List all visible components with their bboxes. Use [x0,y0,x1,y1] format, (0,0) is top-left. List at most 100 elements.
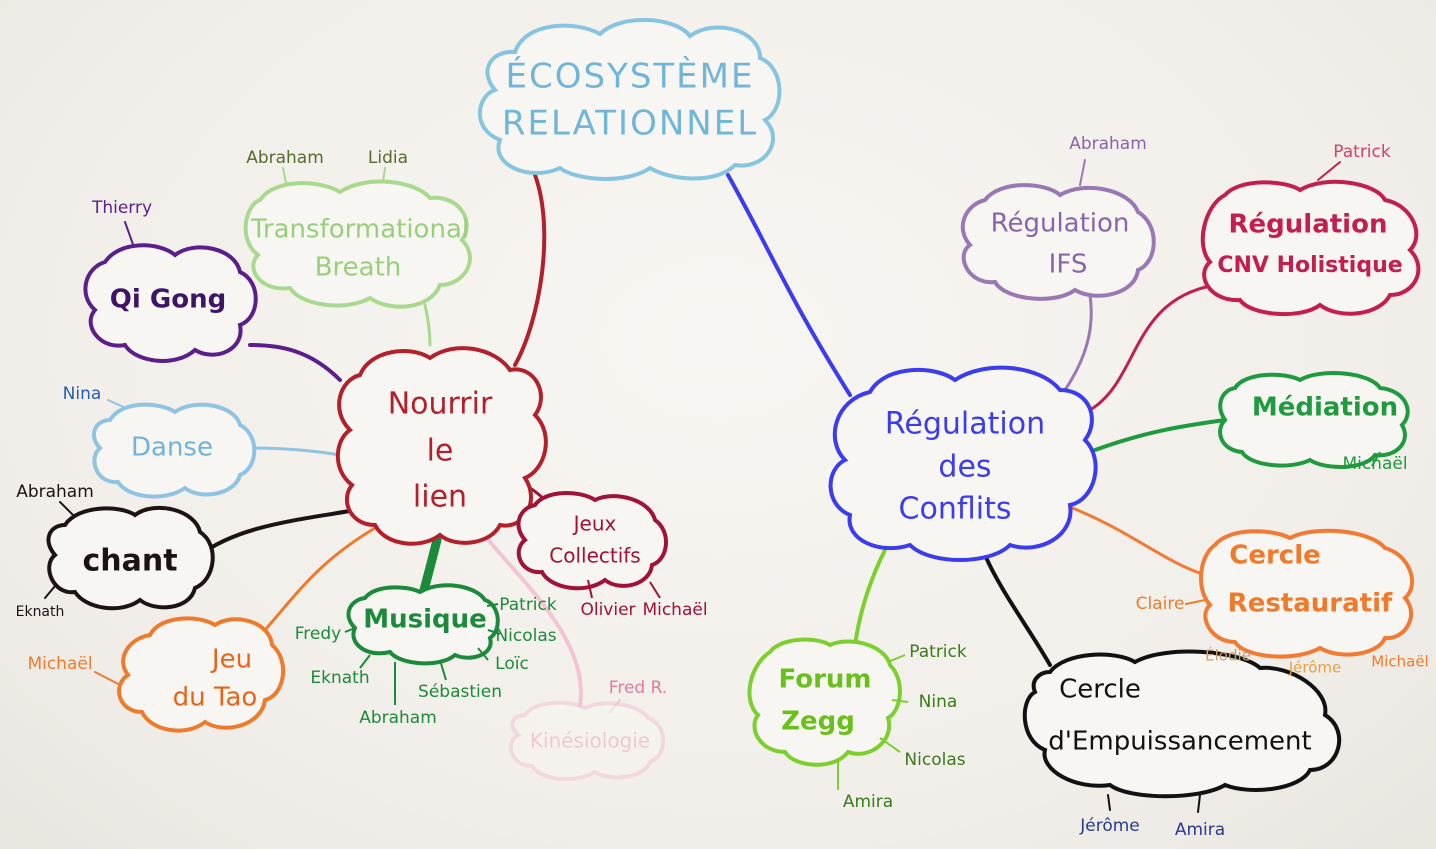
link-nourrir-danse [248,446,342,457]
person-label: Olivier [580,600,635,620]
jeux-line1: Jeux [572,512,617,536]
node-ecosysteme: ÉCOSYSTÈME RELATIONNEL [477,17,782,181]
tick-claire [1185,599,1206,605]
person-label: Eknath [310,668,369,688]
jeutao-line2: du Tao [173,683,258,713]
cnv-line2: CNV Holistique [1217,253,1402,278]
tick-musique [487,629,501,635]
node-regulation-des-conflits: Régulation des Conflits [828,365,1098,562]
ifs-line2: IFS [1049,250,1088,280]
tick-zegg [891,699,909,703]
link-regulation-ifs [1063,293,1093,392]
tick-jeux [587,579,593,599]
tick-musique [344,627,356,633]
person-label: Patrick [1333,142,1391,162]
person-label: Abraham [359,708,437,728]
mediation-label: Médiation [1252,393,1398,423]
person-ticks-extra [344,451,1381,790]
person-label: Nina [919,692,958,712]
breath-line2: Breath [315,253,402,283]
person-label: Amira [1175,820,1225,840]
tick-musique [477,647,489,661]
tick-musique [439,659,447,681]
node-musique: Musique [346,583,500,666]
connectors [198,173,1227,707]
nourrir-line2: le [427,434,454,469]
person-label: Sébastien [418,682,502,702]
zegg-line1: Forum [779,665,872,695]
node-regulation-cnv: Régulation CNV Holistique [1200,179,1421,317]
person-label: Élodie [1205,646,1251,665]
node-transformational-breath: Transformational Breath [243,179,472,309]
node-cercle-restauratif: Cercle Restauratif [1198,528,1415,659]
regulation-line3: Conflits [899,492,1012,527]
person-label: Nina [63,384,102,404]
person-label: Abraham [1069,134,1147,154]
link-nourrir-qigong [248,343,342,382]
ifs-line1: Régulation [991,209,1130,239]
regulation-line2: des [938,450,991,485]
link-title-regulation [726,173,852,397]
link-nourrir-jeutao [263,523,382,632]
zegg-line2: Zegg [781,707,855,737]
regulation-line1: Régulation [885,407,1045,442]
node-nourrir-le-lien: Nourrir le lien [335,346,548,546]
person-label: Abraham [246,148,324,168]
cnv-line1: Régulation [1229,210,1388,240]
tick-jeux [649,581,661,599]
person-label: Nicolas [904,750,965,770]
tick-zegg [879,737,901,753]
link-regulation-zegg [853,548,887,647]
qigong-label: Qi Gong [110,285,226,315]
node-jeux-collectifs: Jeux Collectifs [516,491,669,591]
nourrir-line1: Nourrir [388,387,493,422]
person-label: Patrick [909,642,967,662]
tick-amira-emp [1197,794,1201,813]
empuissancement-line2: d'Empuissancement [1048,727,1311,757]
jeux-line2: Collectifs [549,544,640,568]
link-title-nourrir [513,173,547,367]
person-label: Thierry [91,198,152,218]
link-regulation-empuissancement [983,553,1052,667]
node-danse: Danse [91,402,257,499]
restauratif-line1: Cercle [1229,541,1321,571]
tick-patrick-cnv [1317,161,1341,181]
person-label: Amira [843,792,893,812]
person-label: Michaël [1342,454,1407,474]
chant-label: chant [82,544,177,579]
person-label: Lidia [368,148,408,168]
tick-zegg [887,654,906,663]
person-label: Loïc [495,654,529,674]
link-regulation-mediation [1093,418,1227,452]
person-label: Fred R. [609,678,667,698]
empuissancement-line1: Cercle [1059,675,1141,705]
link-regulation-restauratif [1063,503,1207,577]
link-nourrir-breath [423,303,432,347]
tick-mediation [1371,451,1381,467]
node-mediation: Médiation [1218,371,1410,469]
nourrir-line3: lien [413,480,467,515]
person-label: Michaël [1371,653,1428,671]
person-label: Eknath [16,604,65,620]
node-cercle-empuissancement: Cercle d'Empuissancement [1022,649,1342,799]
people-labels: Thierry Abraham Lidia Nina Abraham Eknat… [16,134,1429,840]
person-label: Abraham [16,482,94,502]
person-label: Michaël [27,654,92,674]
node-regulation-ifs: Régulation IFS [960,183,1156,301]
node-jeu-du-tao: Jeu du Tao [117,616,286,733]
node-forum-zegg: Forum Zegg [747,637,902,767]
link-nourrir-musique [419,535,442,595]
person-label: Jérôme [1288,659,1342,677]
person-label: Claire [1136,594,1185,614]
link-nourrir-kine [478,528,583,707]
title-line2: RELATIONNEL [502,104,758,144]
tick-jerome-emp [1107,794,1111,811]
danse-label: Danse [131,433,213,463]
node-qi-gong: Qi Gong [83,243,258,363]
tick-musique [486,603,499,607]
tick-abraham-ifs [1079,159,1086,186]
person-label: Patrick [499,595,557,615]
kine-label: Kinésiologie [530,729,650,753]
